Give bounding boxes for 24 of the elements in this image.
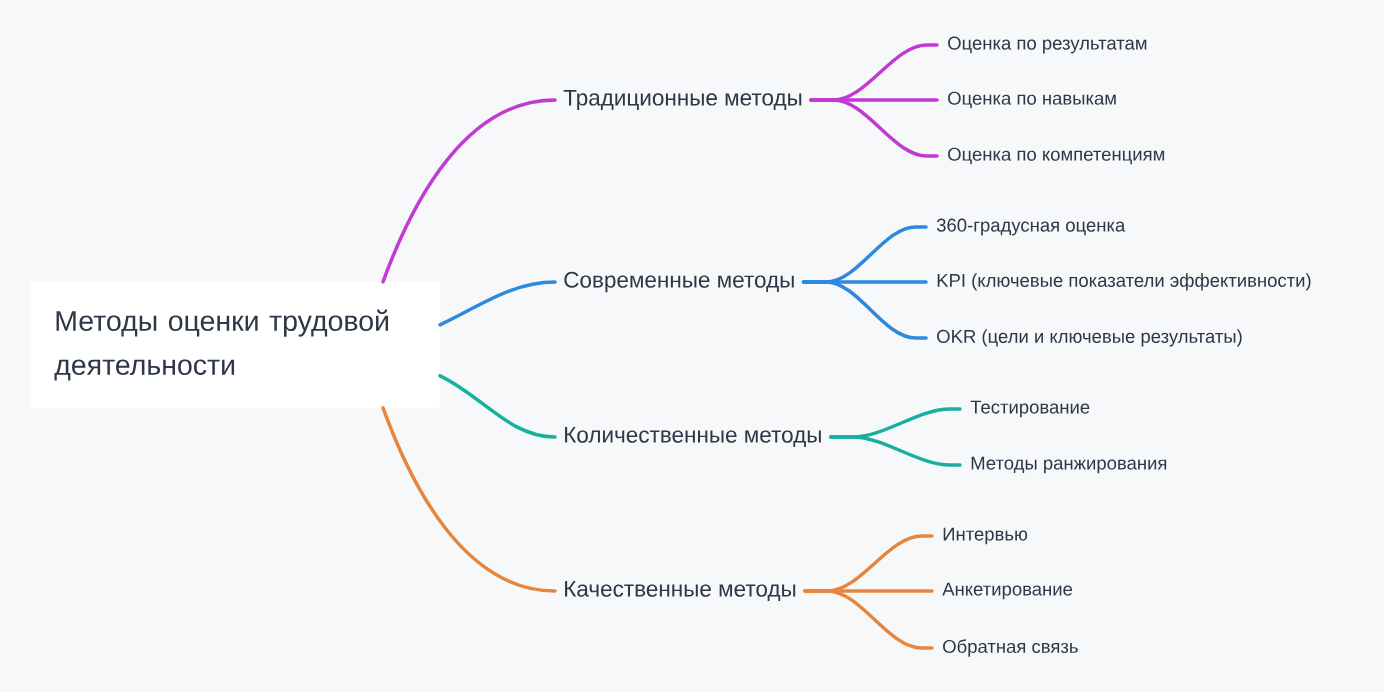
leaf-label: OKR (цели и ключевые результаты): [937, 329, 1242, 347]
leaf-label: KPI (ключевые показатели эффективности): [937, 273, 1311, 291]
branch-line: [381, 98, 557, 284]
leaf-label: Оценка по компетенциям: [948, 147, 1165, 165]
branch-label: Современные методы: [564, 271, 794, 293]
branch-label: Количественные методы: [565, 427, 821, 447]
branch-line: [438, 374, 557, 439]
leaf-label: Интервью: [943, 527, 1028, 545]
leaf-label: Методы ранжирования: [971, 456, 1167, 474]
branch-label: Качественные методы: [565, 581, 796, 601]
branch-label: Традиционные методы: [563, 89, 802, 111]
branch-line: [438, 280, 557, 327]
branch-line: [381, 406, 557, 593]
leaf-label: Обратная связь: [943, 639, 1078, 657]
branch-line: [801, 280, 928, 340]
branch-line: [803, 589, 934, 650]
leaf-label: Тестирование: [970, 400, 1090, 418]
leaf-label: Оценка по результатам: [948, 36, 1147, 54]
leaf-label: Анкетирование: [942, 582, 1073, 600]
leaf-label: Оценка по навыкам: [948, 91, 1116, 109]
branch-line: [828, 435, 962, 467]
leaf-label: 360-градусная оценка: [936, 218, 1126, 236]
branch-line: [809, 98, 939, 158]
topic-box: Методы оценки трудовой деятельности: [30, 282, 441, 408]
